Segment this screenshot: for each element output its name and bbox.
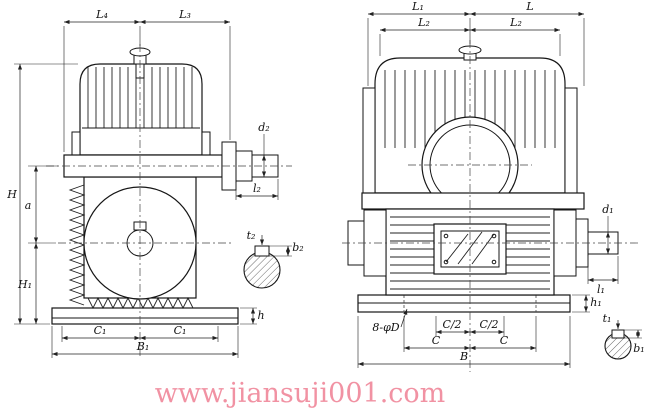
top-cooling-fins — [87, 67, 193, 128]
dim-L2-left: L₂ — [417, 16, 430, 29]
dim-d2: d₂ — [258, 121, 269, 134]
dim-l2: l₂ — [253, 182, 261, 195]
right-dimensions: L₁ L L₂ L₂ d₁ l₁ 8-φD C/2 C/2 C C — [357, 0, 619, 368]
dim-h: h — [257, 309, 264, 322]
dim-L3: L₃ — [178, 8, 191, 21]
mid-flange-band — [361, 192, 585, 210]
dim-C-right: C — [500, 334, 509, 347]
key-section-d1: t₁ b₁ — [603, 312, 645, 360]
dim-t1: t₁ — [603, 312, 612, 325]
dim-L4: L₄ — [95, 8, 108, 21]
left-view: L₄ L₃ H a H₁ C₁ C₁ B₁ h d₂ — [6, 8, 304, 358]
dim-b1: b₁ — [633, 342, 644, 355]
dim-L1: L₁ — [411, 0, 424, 13]
dim-d1: d₁ — [602, 203, 613, 216]
wheel-housing — [68, 176, 197, 310]
side-cooling-fins — [68, 184, 86, 306]
bottom-cooling-fins — [87, 296, 194, 310]
shaft-section-circle — [243, 251, 281, 289]
keyway-slot-2 — [611, 329, 625, 339]
right-base — [357, 294, 571, 313]
dim-C2-right: C/2 — [479, 318, 498, 331]
left-centerlines — [46, 44, 292, 358]
dim-h1: h₁ — [590, 296, 602, 309]
dim-B1: B₁ — [136, 340, 150, 353]
dim-l1: l₁ — [597, 283, 605, 296]
left-dimensions: L₄ L₃ H a H₁ C₁ C₁ B₁ h d₂ — [6, 8, 279, 358]
dim-a: a — [25, 199, 32, 212]
watermark-text: www.jiansuji001.com — [155, 378, 446, 409]
dim-hole-callout: 8-φD — [372, 321, 399, 334]
left-base — [51, 307, 239, 325]
keyway-slot — [254, 245, 270, 257]
dim-L: L — [525, 0, 533, 13]
dim-C1-left: C₁ — [94, 324, 107, 337]
dim-C-left: C — [432, 334, 441, 347]
dim-L2-right: L₂ — [509, 16, 522, 29]
front-housing — [361, 45, 585, 214]
right-centerlines — [342, 40, 640, 372]
worm-housing — [63, 47, 223, 178]
dim-t2: t₂ — [247, 229, 256, 242]
dim-H: H — [6, 188, 17, 201]
dim-B: B — [459, 350, 468, 363]
dim-b2: b₂ — [292, 241, 303, 254]
key-section-d2: t₂ b₂ — [243, 229, 304, 289]
front-cooling-fins — [384, 70, 556, 148]
dim-H1: H₁ — [17, 278, 32, 291]
dim-C1-right: C₁ — [174, 324, 187, 337]
dim-C2-left: C/2 — [442, 318, 461, 331]
right-view: L₁ L L₂ L₂ d₁ l₁ 8-φD C/2 C/2 C C — [342, 0, 645, 372]
